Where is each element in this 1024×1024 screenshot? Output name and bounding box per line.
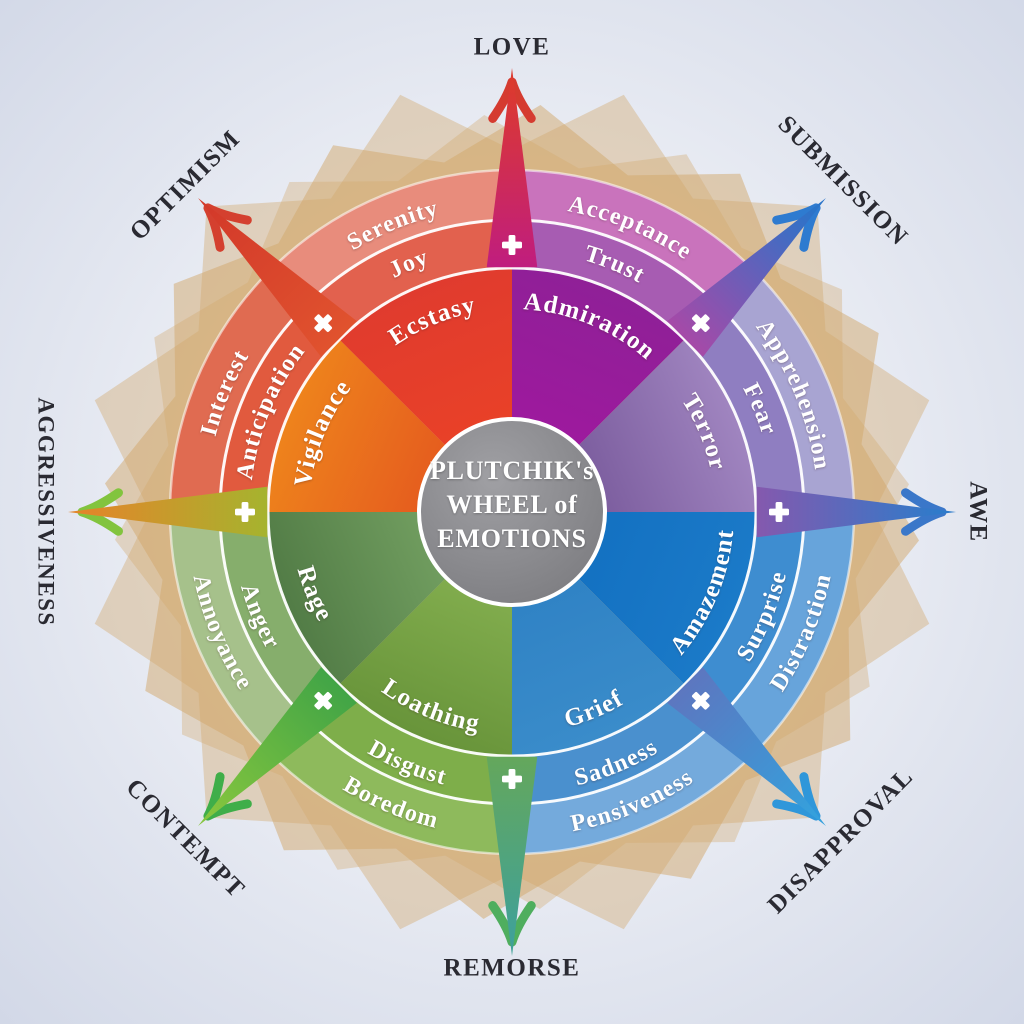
plus-icon-optimism bbox=[314, 314, 333, 333]
dyad-label-aggressiveness: AGGRESSIVENESS bbox=[34, 397, 59, 626]
plus-icon-disapproval bbox=[691, 691, 710, 710]
petal-disgust-outer-ring bbox=[270, 718, 512, 854]
petal-surprise-middle-ring bbox=[684, 512, 804, 719]
plus-icon-love bbox=[502, 235, 522, 255]
arrow-shaft-love bbox=[486, 68, 538, 268]
petal-trust-middle-ring bbox=[512, 220, 719, 340]
center-circle bbox=[417, 417, 607, 607]
petal-anticipation-outer-ring bbox=[170, 270, 306, 512]
petals bbox=[170, 170, 854, 854]
dyad-label-remorse: REMORSE bbox=[444, 955, 581, 982]
plus-icon-submission bbox=[691, 314, 710, 333]
arrow-shaft-awe bbox=[756, 486, 956, 538]
dyad-label-awe: AWE bbox=[965, 481, 992, 542]
plus-icon-contempt bbox=[314, 691, 333, 710]
plus-icon-awe bbox=[769, 502, 789, 522]
petal-anger-middle-ring bbox=[220, 512, 340, 719]
petal-sadness-middle-ring bbox=[512, 684, 719, 804]
petal-disgust-middle-ring bbox=[305, 684, 512, 804]
arrow-shaft-aggressiveness bbox=[68, 486, 268, 538]
petal-joy-outer-ring bbox=[270, 170, 512, 306]
petal-sadness-outer-ring bbox=[512, 718, 754, 854]
petal-fear-middle-ring bbox=[684, 305, 804, 512]
dyad-label-love: LOVE bbox=[474, 34, 551, 61]
petal-fear-outer-ring bbox=[718, 270, 854, 512]
petal-trust-outer-ring bbox=[512, 170, 754, 306]
dyad-arrows bbox=[68, 68, 956, 956]
petal-anticipation-middle-ring bbox=[220, 305, 340, 512]
petal-surprise-outer-ring bbox=[718, 512, 854, 754]
plus-icon-aggressiveness bbox=[235, 502, 255, 522]
plus-icon-remorse bbox=[502, 769, 522, 789]
petal-joy-middle-ring bbox=[305, 220, 512, 340]
arrow-shaft-remorse bbox=[486, 756, 538, 956]
petal-anger-outer-ring bbox=[170, 512, 306, 754]
separator-circle-1 bbox=[266, 266, 758, 758]
